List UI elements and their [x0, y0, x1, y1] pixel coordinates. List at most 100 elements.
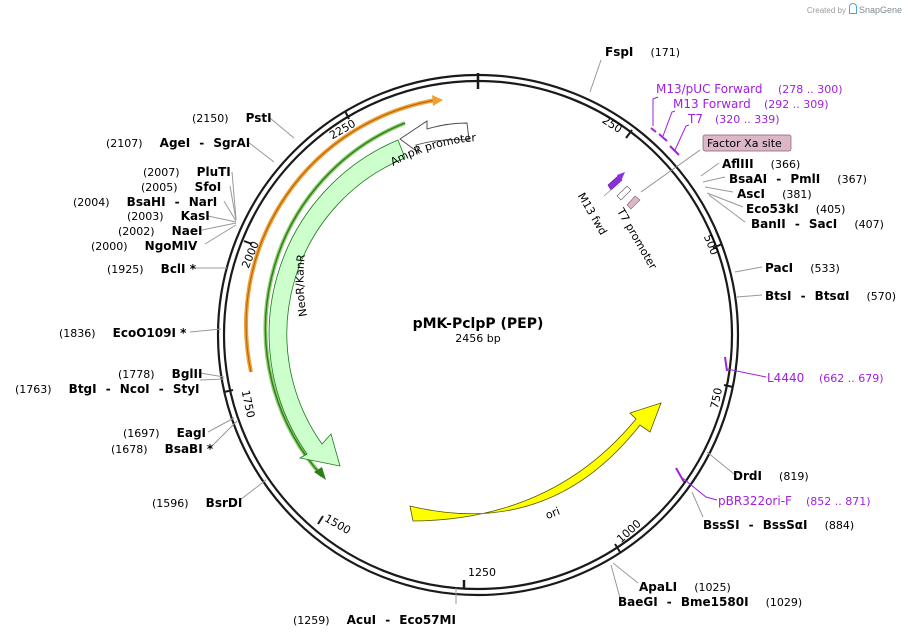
site-acui-name: AcuI	[347, 613, 376, 627]
primer-m13-puc-name: M13/pUC Forward	[656, 82, 763, 96]
factor-xa-label: Factor Xa site	[707, 137, 782, 150]
site-bsssai-name: BssSαI	[763, 518, 808, 532]
site-bsssi-dash: -	[749, 518, 754, 532]
site-eco53ki: Eco53kI (405)	[746, 198, 845, 217]
site-btgi-pos: (1763)	[15, 383, 52, 396]
primer-m13-range: (292 .. 309)	[764, 98, 829, 111]
site-ngomiv-pos: (2000)	[91, 240, 128, 253]
white-feature-a	[616, 185, 632, 201]
ampr-promoter-arrow	[399, 120, 470, 155]
tick-500	[712, 243, 723, 249]
site-baegi: BaeGI - Bme1580I (1029)	[618, 591, 802, 610]
neor-kanr-label-text: NeoR/KanR	[293, 253, 309, 317]
primer-m13-name: M13 Forward	[673, 97, 751, 111]
site-acui-pos: (1259)	[293, 614, 330, 627]
site-fspi-name: FspI	[605, 45, 633, 59]
site-acui: (1259) AcuI - Eco57MI	[293, 609, 456, 628]
site-afliii-pos: (366)	[771, 158, 801, 171]
site-pluti-name: PluTI	[197, 165, 231, 179]
site-bsabi: (1678) BsaBI *	[111, 438, 214, 457]
site-afliii-name: AflIII	[722, 157, 754, 171]
site-bsaai-pos: (367)	[837, 173, 867, 186]
primer-mark-m13	[658, 133, 668, 142]
primer-t7-range: (320 .. 339)	[715, 113, 780, 126]
green-feature-arrowhead	[314, 467, 326, 480]
site-sfoi-name: SfoI	[195, 180, 222, 194]
site-sgrai-name: SgrAI	[213, 136, 250, 150]
factor-xa-box	[702, 134, 792, 152]
site-bglii-pos: (1778)	[118, 368, 155, 381]
site-btgi: (1763) BtgI - NcoI - StyI	[15, 378, 200, 397]
site-leaders	[189, 59, 763, 604]
site-drdi: DrdI (819)	[733, 465, 809, 484]
site-bcli-pos: (1925)	[107, 263, 144, 276]
site-bsabi-pos: (1678)	[111, 443, 148, 456]
site-bsrdi-pos: (1596)	[152, 497, 189, 510]
tick-label-1750: 1750	[239, 389, 258, 419]
plasmid-name: pMK-PclpP (PEP)	[413, 316, 544, 332]
site-bsaai-name: BsaAI	[729, 172, 767, 186]
snapgene-logo-icon	[848, 3, 857, 14]
site-ngomiv: (2000) NgoMIV	[91, 235, 198, 254]
tick-1750	[223, 389, 234, 393]
primer-t7-name: T7	[687, 112, 703, 126]
site-sfoi: (2005) SfoI	[141, 176, 221, 195]
site-banii-pos: (407)	[854, 218, 884, 231]
green-feature-core	[264, 122, 406, 477]
site-agei-dash: -	[199, 136, 204, 150]
tick-label-750: 750	[708, 387, 725, 410]
site-kasi-name: KasI	[181, 209, 210, 223]
tick-1000	[614, 543, 621, 553]
factor-xa-connector	[640, 149, 701, 193]
site-eco0109i-pos: (1836)	[59, 327, 96, 340]
site-psti: (2150) PstI	[192, 107, 272, 126]
primer-l4440-range: (662 .. 679)	[819, 372, 884, 385]
site-btsai-name: BtsαI	[815, 289, 850, 303]
site-agei: (2107) AgeI - SgrAI	[106, 132, 250, 151]
site-bsrdi-name: BsrDI	[206, 496, 243, 510]
primer-mark-m13-puc	[650, 127, 657, 133]
site-naei: (2002) NaeI	[118, 220, 202, 239]
site-afliii: AflIII (366)	[722, 153, 800, 172]
site-bsaai-dash: -	[776, 172, 781, 186]
t7-promoter-label: T7 promoter	[614, 205, 660, 272]
site-baegi-dash: -	[667, 595, 672, 609]
site-asci-name: AscI	[737, 187, 765, 201]
neor-kanr-arrow	[268, 139, 406, 467]
site-eco57mi-name: Eco57MI	[399, 613, 456, 627]
site-btgi-name: BtgI	[69, 382, 97, 396]
site-apali: ApaLI (1025)	[639, 576, 731, 595]
m13-fwd-feature	[607, 175, 623, 191]
site-eco53ki-name: Eco53kI	[746, 202, 799, 216]
site-naei-name: NaeI	[172, 224, 203, 238]
site-bsahi: (2004) BsaHI - NarI	[73, 191, 217, 210]
site-bsahi-pos: (2004)	[73, 196, 110, 209]
site-pluti-pos: (2007)	[143, 166, 180, 179]
site-eco0109i-name: EcoO109I *	[113, 326, 187, 340]
site-banii: BanII - SacI (407)	[751, 213, 884, 232]
site-btsi-dash: -	[801, 289, 806, 303]
site-apali-pos: (1025)	[694, 581, 731, 594]
m13-fwd-arrowhead	[617, 172, 625, 181]
site-eagi-name: EagI	[177, 426, 206, 440]
tick-1500	[317, 515, 324, 525]
site-bsahi-dash: -	[175, 195, 180, 209]
site-naei-pos: (2002)	[118, 225, 155, 238]
site-sfoi-pos: (2005)	[141, 181, 178, 194]
site-btsi: BtsI - BtsαI (570)	[765, 285, 896, 304]
site-styi-name: StyI	[173, 382, 200, 396]
site-pmli-name: PmlI	[790, 172, 820, 186]
site-eco0109i: (1836) EcoO109I *	[59, 322, 187, 341]
site-agei-pos: (2107)	[106, 137, 143, 150]
site-bsaai: BsaAI - PmlI (367)	[729, 168, 867, 187]
primer-mark-pbr322	[675, 467, 685, 483]
site-bglii: (1778) BglII	[118, 363, 202, 382]
site-baegi-pos: (1029)	[766, 596, 803, 609]
site-pluti: (2007) PluTI	[143, 161, 231, 180]
site-bglii-name: BglII	[172, 367, 203, 381]
site-bme1580i-name: Bme1580I	[681, 595, 749, 609]
site-paci-pos: (533)	[810, 262, 840, 275]
m13-fwd-label: M13 fwd	[575, 190, 610, 237]
site-eagi: (1697) EagI	[123, 422, 206, 441]
site-fspi-pos: (171)	[651, 46, 681, 59]
